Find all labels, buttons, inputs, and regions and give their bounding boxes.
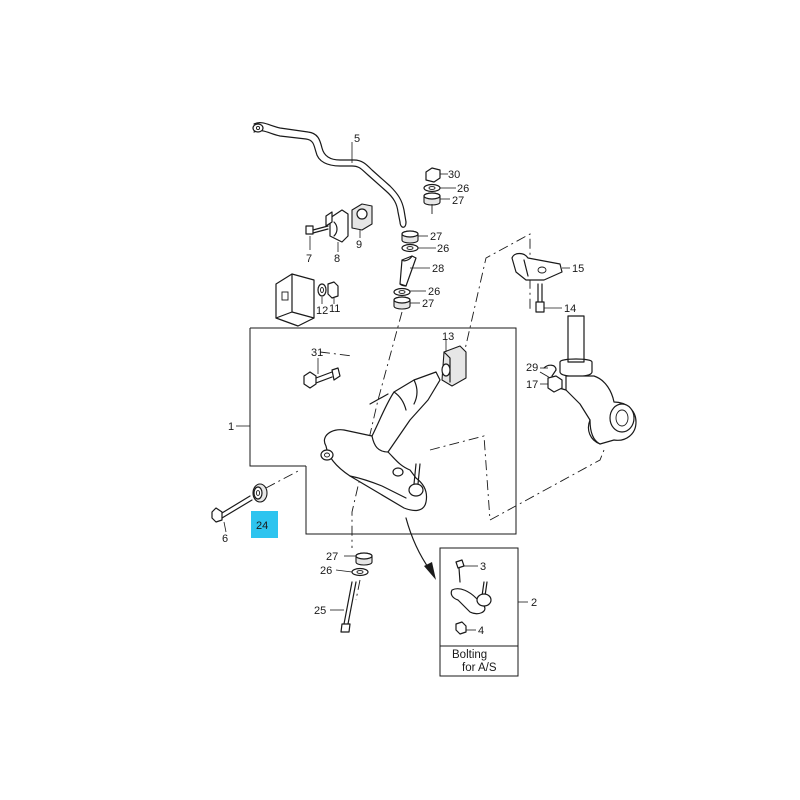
- label-part-26: 26: [437, 243, 449, 255]
- label-part-26: 26: [457, 183, 469, 195]
- label-part-7: 7: [306, 253, 312, 265]
- label-part-27: 27: [326, 551, 338, 563]
- label-part-8: 8: [334, 253, 340, 265]
- label-part-29: 29: [526, 362, 538, 374]
- cotter-pin: [543, 364, 557, 377]
- bolt-14: [535, 283, 545, 313]
- label-part-26: 26: [320, 565, 332, 577]
- inset-box: [439, 547, 519, 677]
- label-part-28: 28: [432, 263, 444, 275]
- label-part-5: 5: [354, 133, 360, 145]
- label-part-15: 15: [572, 263, 584, 275]
- inset-note-line1: Bolting: [452, 649, 487, 661]
- highlight-24: [251, 511, 278, 538]
- lower-control-arm: [320, 371, 441, 512]
- label-part-12: 12: [316, 305, 328, 317]
- steering-knuckle: [551, 315, 637, 445]
- washer: [317, 283, 327, 297]
- link-bushing-27-bottom: [355, 552, 373, 566]
- lower-arm-frame: [249, 327, 517, 535]
- label-part-14: 14: [564, 303, 576, 315]
- label-part-27: 27: [422, 298, 434, 310]
- label-part-30: 30: [448, 169, 460, 181]
- rear-bushing: [441, 345, 467, 387]
- bracket-15: [511, 252, 563, 281]
- link-sleeve-28: [399, 255, 417, 287]
- label-part-11: 11: [329, 303, 340, 315]
- link-nut-30: [425, 167, 441, 183]
- stabilizer-bar: [252, 122, 407, 228]
- label-part-2: 2: [531, 597, 537, 609]
- link-bushing-27-mid: [401, 230, 419, 244]
- label-part-1: 1: [228, 421, 234, 433]
- label-part-9: 9: [356, 239, 362, 251]
- castle-nut: [547, 375, 563, 393]
- stabilizer-bracket: [325, 209, 349, 243]
- nut: [327, 281, 339, 299]
- label-part-6: 6: [222, 533, 228, 545]
- stabilizer-bushing: [351, 203, 373, 231]
- bracket-bolt: [305, 225, 329, 235]
- bolt-6: [211, 495, 253, 523]
- label-part-4: 4: [478, 625, 484, 637]
- link-washer-26-mid: [401, 243, 419, 253]
- link-washer-26-top: [423, 183, 441, 193]
- label-part-25: 25: [314, 605, 326, 617]
- link-washer-26-bottom: [351, 567, 369, 577]
- label-part-26: 26: [428, 286, 440, 298]
- label-part-27: 27: [430, 231, 442, 243]
- arm-ball-joint: [408, 463, 424, 497]
- mounting-bracket: [275, 273, 315, 327]
- label-part-13: 13: [442, 331, 454, 343]
- bolt-31: [303, 367, 341, 389]
- label-part-24: 24: [256, 520, 268, 532]
- front-bushing: [252, 483, 268, 503]
- link-bushing-27-top: [423, 192, 441, 206]
- inset-note-line2: for A/S: [462, 662, 497, 674]
- link-bushing-27-low: [393, 296, 411, 310]
- label-part-17: 17: [526, 379, 538, 391]
- label-part-27: 27: [452, 195, 464, 207]
- label-part-31: 31: [311, 347, 323, 359]
- link-rod: [340, 581, 357, 633]
- label-part-3: 3: [480, 561, 486, 573]
- link-washer-26-low: [393, 287, 411, 297]
